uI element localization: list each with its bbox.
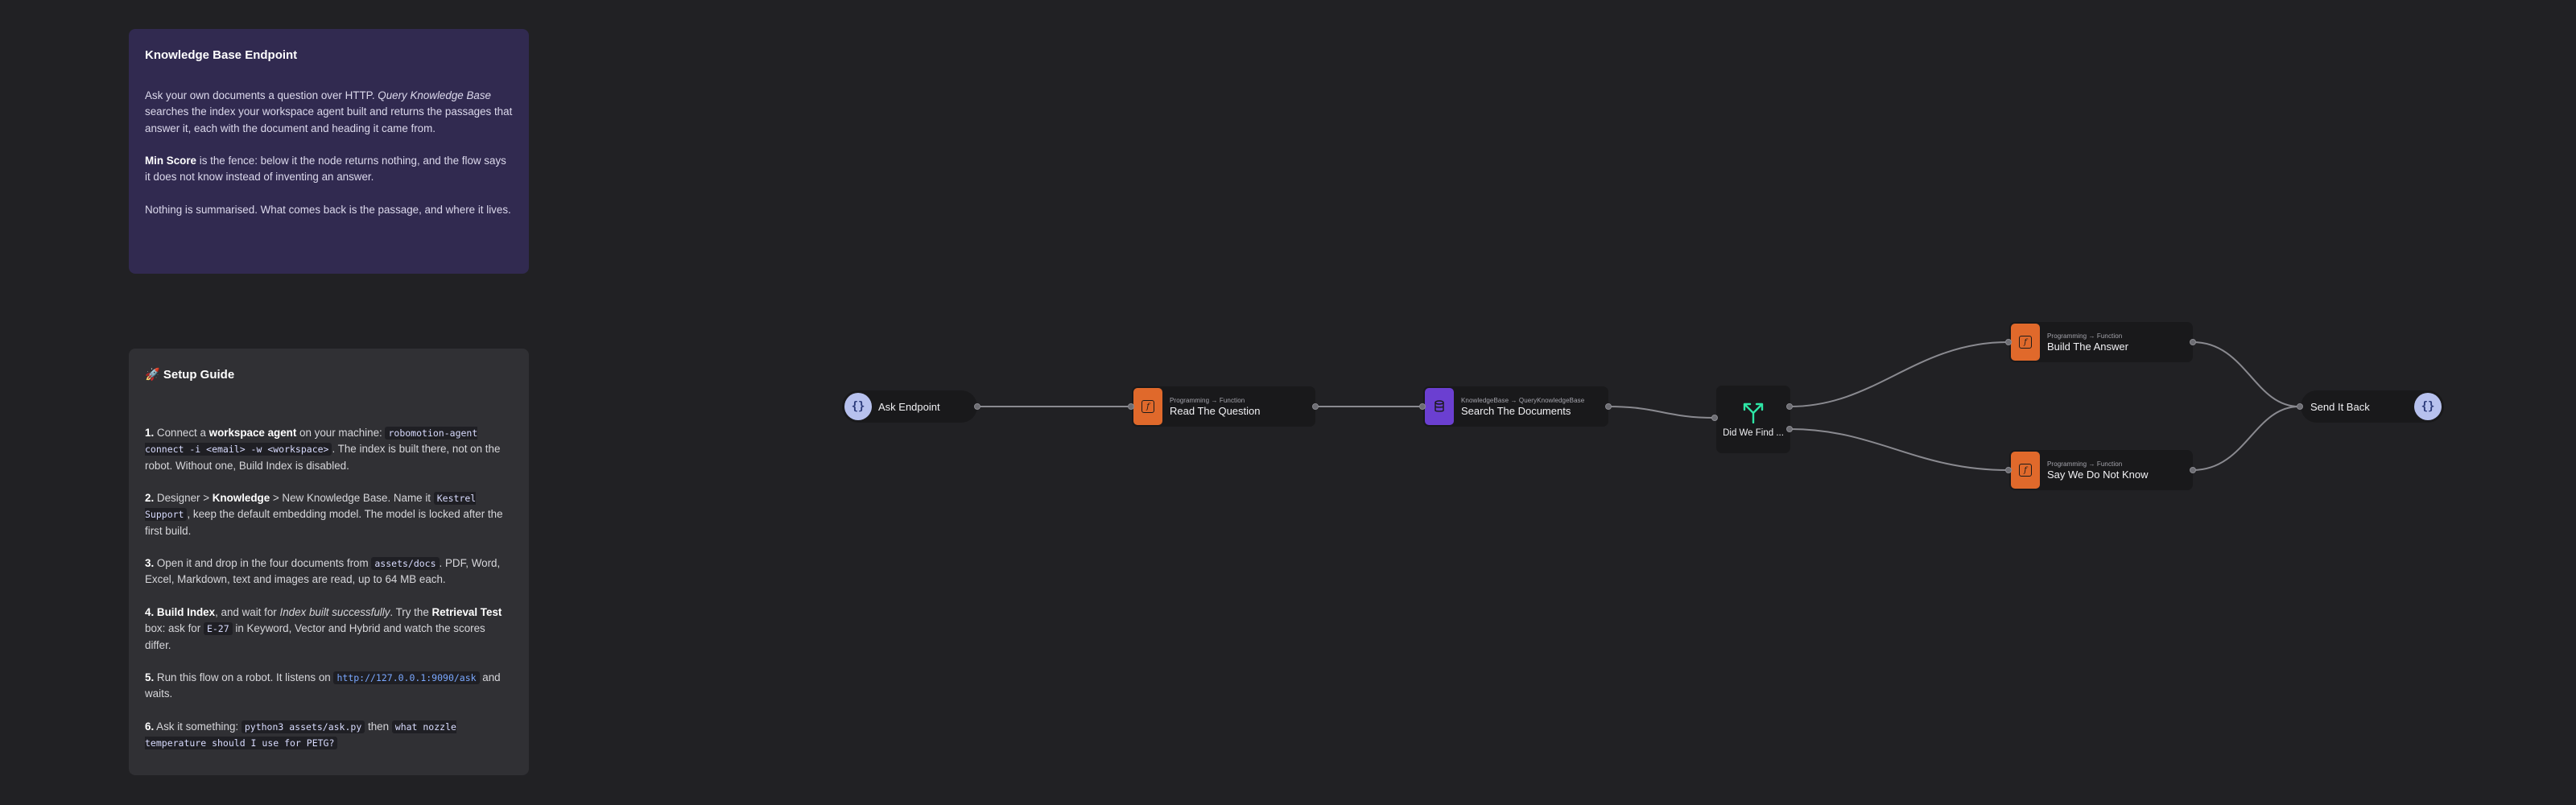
- note-title: Knowledge Base Endpoint: [145, 48, 298, 62]
- edge-search-to-switch: [1608, 406, 1715, 419]
- build-answer-in-port[interactable]: [2005, 339, 2012, 345]
- edge-switch-to-unknown: [1790, 428, 2008, 471]
- node-category: KnowledgeBase → QueryKnowledgeBase: [1461, 396, 1585, 404]
- setup-step-4: 4. Build Index, and wait for Index built…: [145, 605, 502, 651]
- node-category: Programming → Function: [2047, 460, 2123, 468]
- setup-step-1: 1. Connect a workspace agent on your mac…: [145, 426, 501, 472]
- node-say-unknown[interactable]: f Programming → Function Say We Do Not K…: [2009, 450, 2193, 490]
- setup-step-3: 3. Open it and drop in the four document…: [145, 557, 501, 586]
- node-label: Search The Documents: [1461, 404, 1571, 417]
- knowledge-base-note: Knowledge Base Endpoint Ask your own doc…: [129, 29, 529, 274]
- branch-icon: [1743, 402, 1764, 423]
- ask-url-link[interactable]: http://127.0.0.1:9090/ask: [333, 671, 480, 684]
- node-send-back[interactable]: Send It Back {}: [2301, 390, 2444, 423]
- read-question-in-port[interactable]: [1128, 403, 1134, 410]
- setup-title: 🚀 Setup Guide: [145, 368, 235, 382]
- node-search-documents[interactable]: KnowledgeBase → QueryKnowledgeBase Searc…: [1423, 386, 1608, 427]
- node-label: Build The Answer: [2047, 340, 2128, 353]
- function-icon: f: [2019, 464, 2032, 477]
- function-icon: f: [1141, 400, 1154, 413]
- node-did-we-find[interactable]: Did We Find ...: [1716, 386, 1790, 453]
- did-we-find-in-port[interactable]: [1711, 415, 1718, 421]
- setup-step-2: 2. Designer > Knowledge > New Knowledge …: [145, 491, 503, 537]
- database-icon: [1435, 400, 1444, 412]
- function-icon-box: f: [1133, 388, 1162, 425]
- build-answer-out-port[interactable]: [2190, 339, 2196, 345]
- node-category: Programming → Function: [1170, 396, 1245, 404]
- function-icon-box: f: [2011, 324, 2040, 361]
- node-label: Did We Find ...: [1723, 428, 1784, 438]
- send-back-in-port[interactable]: [2297, 403, 2303, 410]
- search-documents-out-port[interactable]: [1605, 403, 1612, 410]
- http-out-icon: {}: [2414, 393, 2442, 420]
- note-paragraph-3: Nothing is summarised. What comes back i…: [145, 203, 511, 216]
- http-in-icon: {}: [844, 393, 872, 420]
- node-build-answer[interactable]: f Programming → Function Build The Answe…: [2009, 322, 2193, 362]
- knowledge-icon-box: [1425, 388, 1454, 425]
- search-documents-in-port[interactable]: [1419, 403, 1426, 410]
- node-label: Read The Question: [1170, 404, 1261, 417]
- node-category: Programming → Function: [2047, 332, 2123, 340]
- edge-build-to-send: [2192, 341, 2300, 407]
- function-icon-box: f: [2011, 452, 2040, 489]
- node-label: Say We Do Not Know: [2047, 468, 2149, 481]
- node-label: Ask Endpoint: [878, 400, 940, 413]
- node-ask-endpoint[interactable]: {} Ask Endpoint: [842, 390, 977, 423]
- edge-switch-to-build: [1790, 341, 2008, 407]
- setup-step-5: 5. Run this flow on a robot. It listens …: [145, 671, 501, 700]
- node-read-question[interactable]: f Programming → Function Read The Questi…: [1132, 386, 1315, 427]
- node-label: Send It Back: [2310, 400, 2370, 413]
- setup-step-6: 6. Ask it something: python3 assets/ask.…: [145, 720, 456, 750]
- say-unknown-out-port[interactable]: [2190, 467, 2196, 473]
- function-icon: f: [2019, 336, 2032, 349]
- ask-endpoint-out-port[interactable]: [974, 403, 980, 410]
- read-question-out-port[interactable]: [1312, 403, 1319, 410]
- setup-guide-note: 🚀 Setup Guide 1. Connect a workspace age…: [129, 349, 529, 775]
- note-paragraph-2: Min Score is the fence: below it the nod…: [145, 154, 506, 184]
- note-paragraph-1: Ask your own documents a question over H…: [145, 89, 513, 134]
- edge-unknown-to-send: [2192, 406, 2300, 471]
- say-unknown-in-port[interactable]: [2005, 467, 2012, 473]
- did-we-find-out-port-no[interactable]: [1786, 426, 1793, 432]
- did-we-find-out-port-yes[interactable]: [1786, 403, 1793, 410]
